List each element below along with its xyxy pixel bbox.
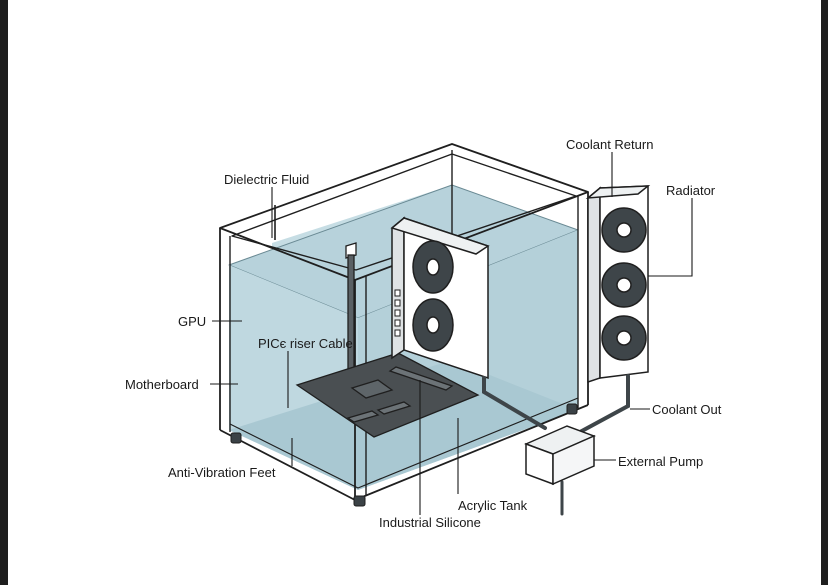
foot-right bbox=[566, 403, 578, 415]
gpu-card bbox=[390, 216, 490, 380]
radiator-fan-2 bbox=[601, 262, 647, 308]
label-motherboard: Motherboard bbox=[125, 377, 199, 392]
gpu-fan-top bbox=[412, 240, 454, 294]
foot-front bbox=[353, 495, 366, 507]
tank-top-rim-inner bbox=[231, 153, 577, 271]
radiator-fan-1 bbox=[601, 207, 647, 253]
anti-vibration-feet bbox=[230, 403, 578, 507]
pipe-tank-to-pump bbox=[482, 376, 547, 430]
left-border bbox=[0, 0, 8, 585]
radiator-unit bbox=[585, 185, 651, 384]
label-external-pump: External Pump bbox=[618, 454, 703, 469]
label-pice-riser-cable: PICє riser Cable bbox=[258, 336, 353, 351]
right-border bbox=[821, 0, 828, 585]
pipe-radiator-to-pump bbox=[578, 374, 630, 434]
foot-left bbox=[230, 432, 242, 444]
label-anti-vibration-feet: Anti-Vibration Feet bbox=[168, 465, 276, 480]
gpu-fan-bottom bbox=[412, 298, 454, 352]
radiator-fan-3 bbox=[601, 315, 647, 361]
label-industrial-silicone: Industrial Silicone bbox=[379, 515, 481, 530]
label-coolant-return: Coolant Return bbox=[566, 137, 653, 152]
label-acrylic-tank: Acrylic Tank bbox=[458, 498, 528, 513]
label-gpu: GPU bbox=[178, 314, 206, 329]
coolant-pipes bbox=[482, 374, 630, 516]
motherboard-board bbox=[295, 352, 480, 438]
label-radiator: Radiator bbox=[666, 183, 716, 198]
label-coolant-out: Coolant Out bbox=[652, 402, 722, 417]
label-dielectric-fluid: Dielectric Fluid bbox=[224, 172, 309, 187]
leader-lines bbox=[210, 152, 693, 515]
external-pump-box bbox=[523, 425, 597, 486]
